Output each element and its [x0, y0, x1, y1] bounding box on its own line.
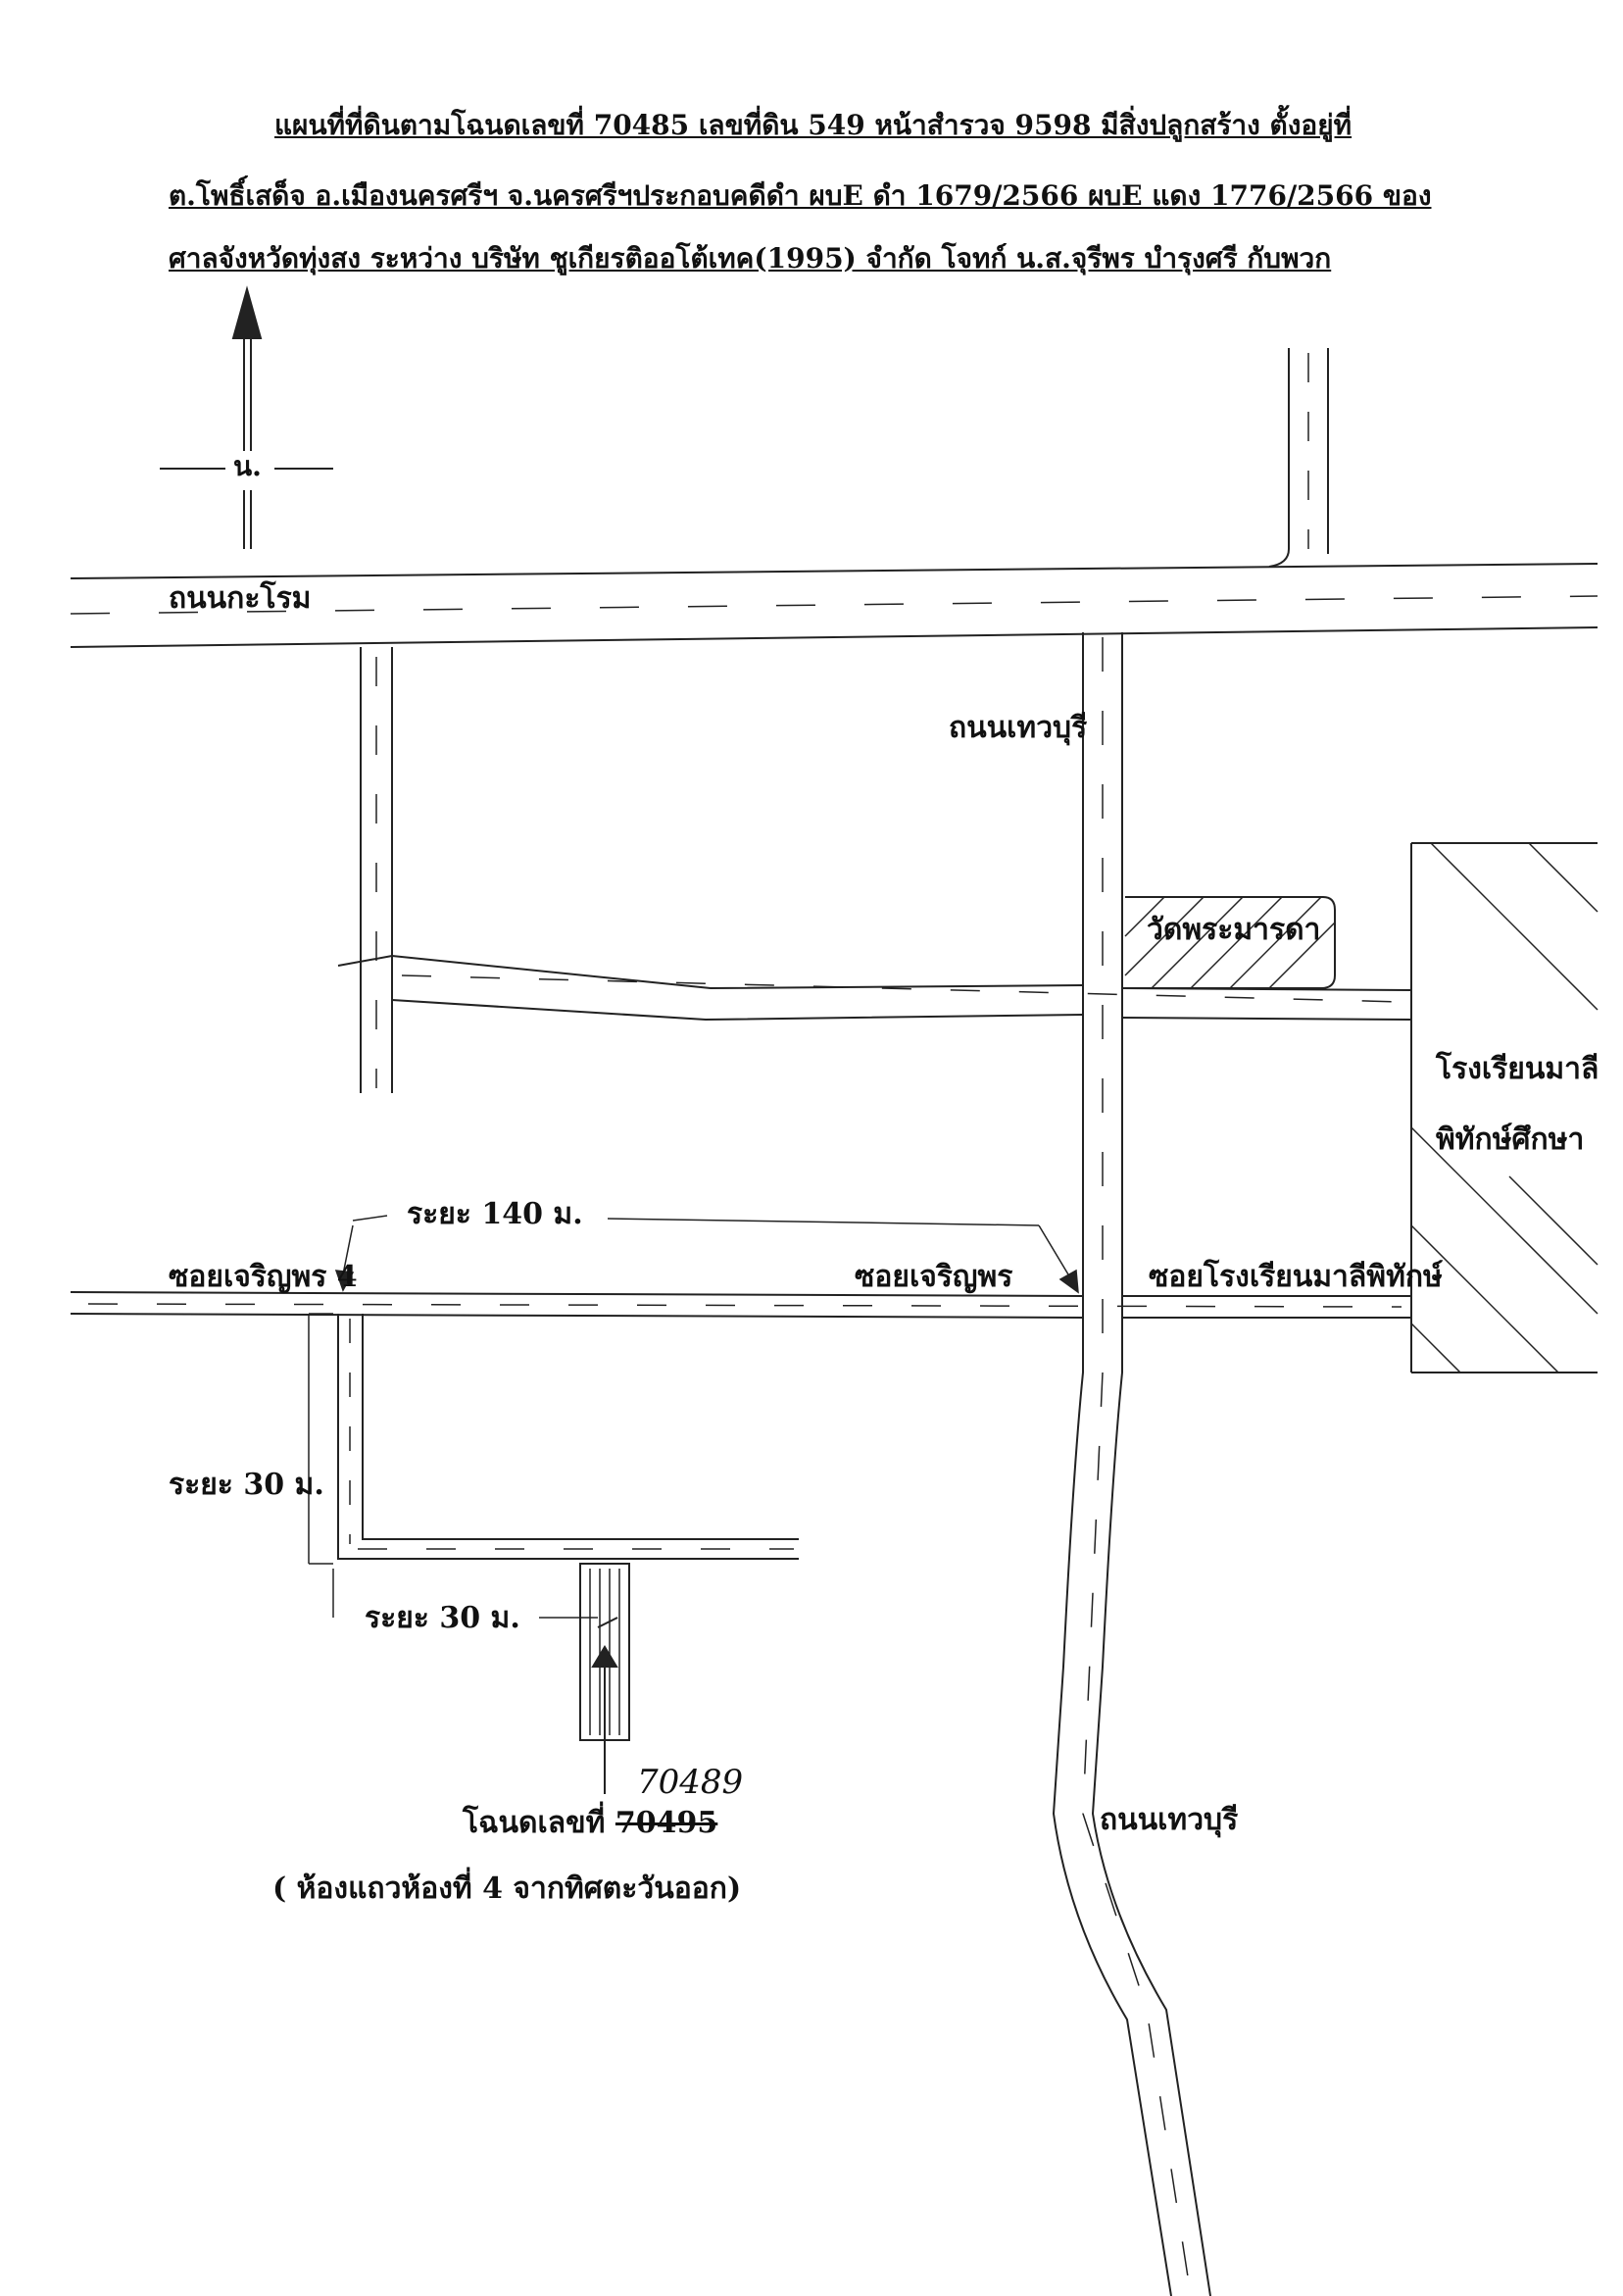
temple-label: วัดพระมารดา [1147, 913, 1321, 947]
road-label-soi-school: ซอยโรงเรียนมาลีพิทักษ์ [1149, 1260, 1443, 1294]
distance-30-vertical-label: ระยะ 30 ม. [169, 1468, 324, 1502]
road-left-vertical [360, 647, 393, 1093]
road-kraram [70, 563, 1598, 648]
deed-label: โฉนดเลขที่ 70495 [463, 1809, 717, 1838]
north-arrow-icon [160, 285, 333, 549]
deed-note: ( ห้องแถวห้องที่ 4 จากทิศตะวันออก) [272, 1872, 742, 1906]
header-line-2: ต.โพธิ์เสด็จ อ.เมืองนครศรีฯ จ.นครศรีฯประ… [169, 179, 1432, 212]
deed-label-text: โฉนดเลขที่ [463, 1806, 606, 1840]
header-line-1: แผนที่ที่ดินตามโฉนดเลขที่ 70485 เลขที่ดิ… [274, 109, 1352, 141]
temple-outline [1125, 896, 1336, 989]
distance-30-horizontal-marker [332, 1569, 598, 1619]
distance-140-label: ระยะ 140 ม. [407, 1197, 583, 1231]
school-label-line-2: พิทักษ์ศึกษา [1436, 1123, 1585, 1157]
road-label-soi-charoenporn: ซอยเจริญพร [855, 1260, 1013, 1294]
distance-30-vertical-marker [308, 1313, 333, 1565]
road-thewaburi [1052, 632, 1211, 2296]
deed-struck-number: 70495 [615, 1806, 718, 1840]
deed-parcel [579, 1563, 630, 1794]
road-label-thewaburi-south: ถนนเทวบุรี [1100, 1803, 1239, 1837]
road-label-soi-charoenporn-4: ซอยเจริญพร 4 [169, 1260, 358, 1294]
road-label-kraram: ถนนกะโรม [169, 581, 312, 616]
school-hatch [1410, 842, 1598, 1373]
distance-30-horizontal-label: ระยะ 30 ม. [365, 1601, 520, 1635]
header-line-3: ศาลจังหวัดทุ่งสง ระหว่าง บริษัท ชูเกียรต… [169, 242, 1332, 275]
temple-hatch [1124, 896, 1336, 989]
north-label: น. [233, 450, 262, 482]
road-soi-charoenporn-4 [337, 1314, 799, 1560]
deed-handwritten-number: 70489 [637, 1763, 744, 1802]
road-label-thewaburi-north: ถนนเทวบุรี [949, 711, 1088, 745]
distance-140-marker [334, 1215, 1079, 1294]
road-north-stub [1268, 348, 1329, 568]
school-outline [1410, 842, 1598, 1373]
road-soi-charoenporn [70, 1291, 1411, 1319]
school-label-line-1: โรงเรียนมาลี [1436, 1052, 1599, 1086]
